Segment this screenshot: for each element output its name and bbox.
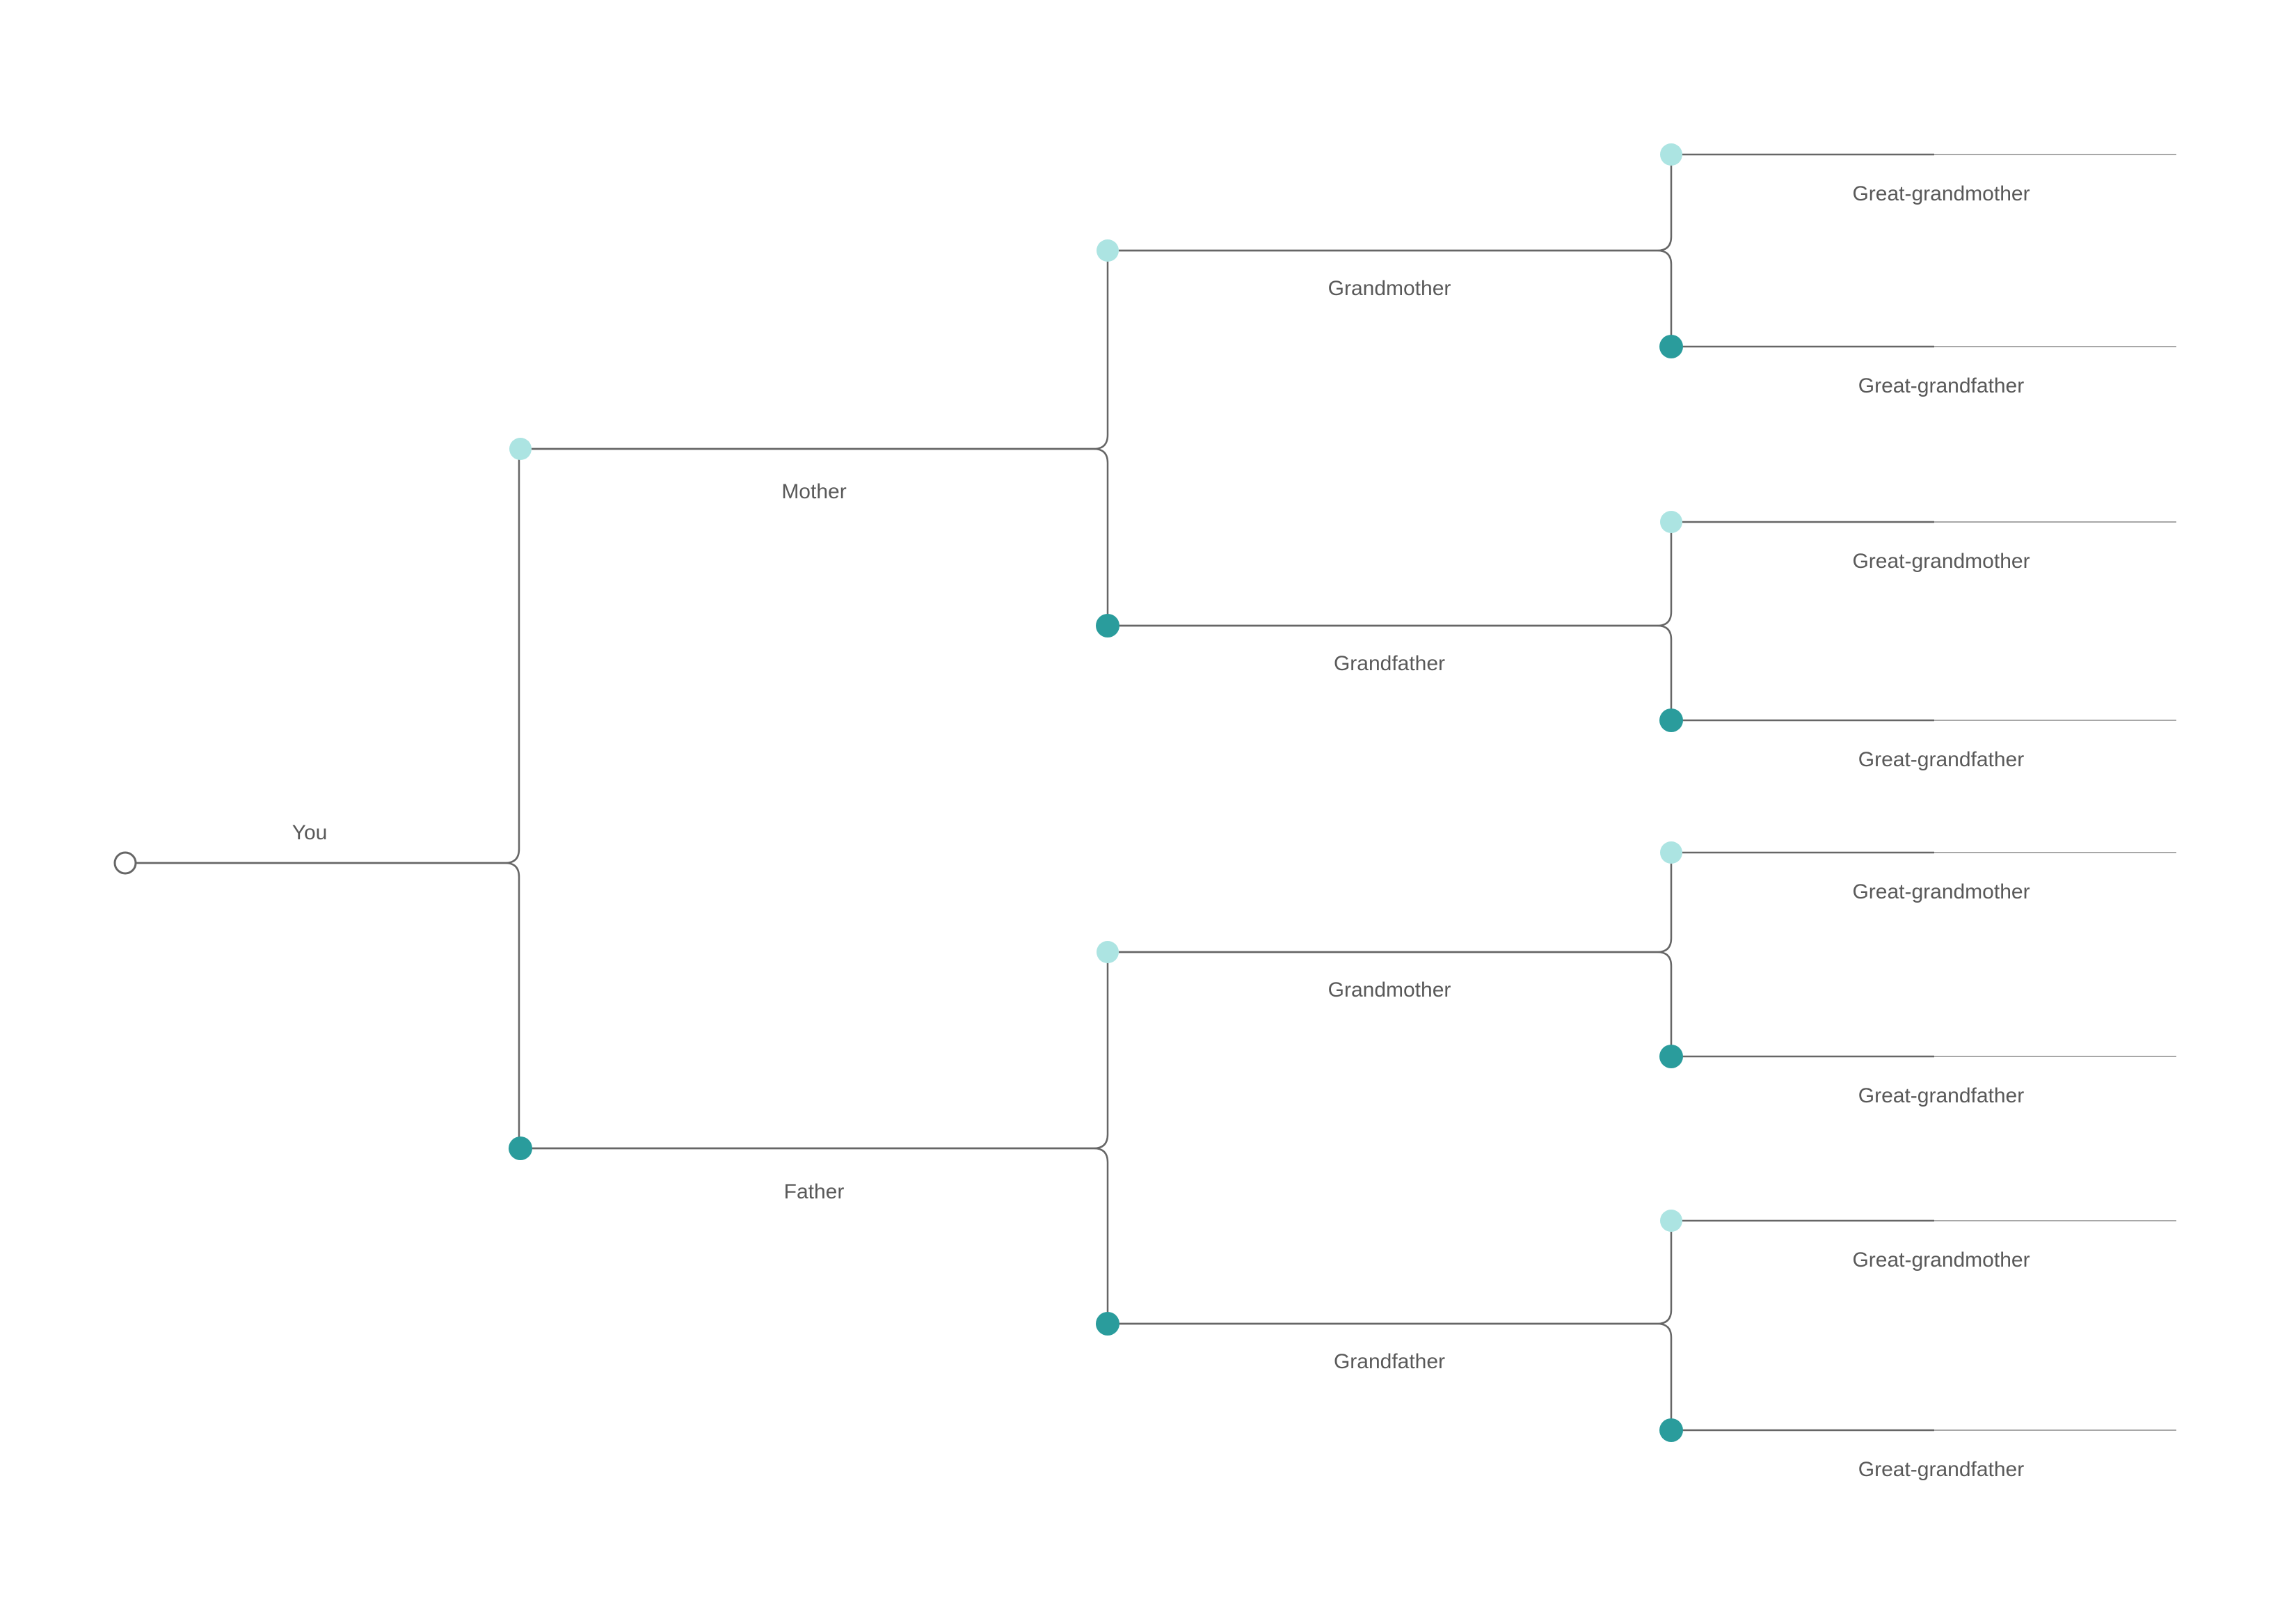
node-great-grandmother-1[interactable] (1660, 143, 1682, 166)
connector-mother-to-grandmother (532, 251, 1109, 450)
node-great-grandfather-2[interactable] (1659, 708, 1683, 732)
label-great-grandmother-3: Great-grandmother (1852, 880, 2030, 903)
label-paternal-grandmother: Grandmother (1328, 979, 1451, 1001)
label-father: Father (784, 1180, 845, 1203)
label-great-grandfather-4: Great-grandfather (1858, 1458, 2024, 1481)
connector-you-to-father (136, 862, 520, 1148)
label-maternal-grandfather: Grandfather (1334, 652, 1445, 675)
person-labels: You Mother Father Grandmother Grandfathe… (292, 182, 2030, 1481)
label-great-grandmother-2: Great-grandmother (1852, 550, 2030, 573)
connector-lines (136, 155, 1673, 1430)
node-great-grandmother-4[interactable] (1660, 1210, 1682, 1232)
node-paternal-grandmother[interactable] (1097, 941, 1119, 963)
label-you: You (292, 821, 328, 844)
connector-paternal-grandfather-to-ggm (1119, 1221, 1673, 1325)
connector-maternal-grandfather-to-ggm (1119, 522, 1673, 627)
node-great-grandfather-1[interactable] (1659, 335, 1683, 358)
node-mother[interactable] (509, 438, 532, 460)
connector-maternal-grandfather-to-ggf (1119, 624, 1673, 720)
node-maternal-grandmother[interactable] (1097, 239, 1119, 262)
label-great-grandfather-3: Great-grandfather (1858, 1084, 2024, 1107)
connector-father-to-grandmother (532, 952, 1109, 1150)
connector-you-to-mother (136, 449, 520, 864)
node-paternal-grandfather[interactable] (1096, 1312, 1119, 1336)
node-great-grandmother-3[interactable] (1660, 841, 1682, 864)
connector-mother-to-grandfather (532, 447, 1109, 626)
great-grandparent-name-lines (1682, 153, 2176, 1432)
person-nodes (113, 143, 1683, 1442)
label-paternal-grandfather: Grandfather (1334, 1350, 1445, 1373)
connector-maternal-grandmother-to-ggm (1119, 155, 1673, 252)
label-great-grandfather-1: Great-grandfather (1858, 374, 2024, 397)
node-father[interactable] (509, 1136, 532, 1160)
node-great-grandfather-3[interactable] (1659, 1045, 1683, 1068)
connector-paternal-grandmother-to-ggf (1119, 951, 1673, 1056)
node-maternal-grandfather[interactable] (1096, 614, 1119, 637)
label-maternal-grandmother: Grandmother (1328, 277, 1451, 300)
connector-maternal-grandmother-to-ggf (1119, 249, 1673, 347)
label-mother: Mother (781, 480, 846, 503)
label-great-grandfather-2: Great-grandfather (1858, 748, 2024, 771)
node-great-grandfather-4[interactable] (1659, 1418, 1683, 1442)
label-great-grandmother-4: Great-grandmother (1852, 1249, 2030, 1272)
node-great-grandmother-2[interactable] (1660, 511, 1682, 533)
connector-father-to-grandfather (532, 1147, 1109, 1324)
node-you[interactable] (113, 851, 137, 875)
connector-paternal-grandfather-to-ggf (1119, 1322, 1673, 1430)
connector-paternal-grandmother-to-ggm (1119, 853, 1673, 953)
label-great-grandmother-1: Great-grandmother (1852, 182, 2030, 205)
